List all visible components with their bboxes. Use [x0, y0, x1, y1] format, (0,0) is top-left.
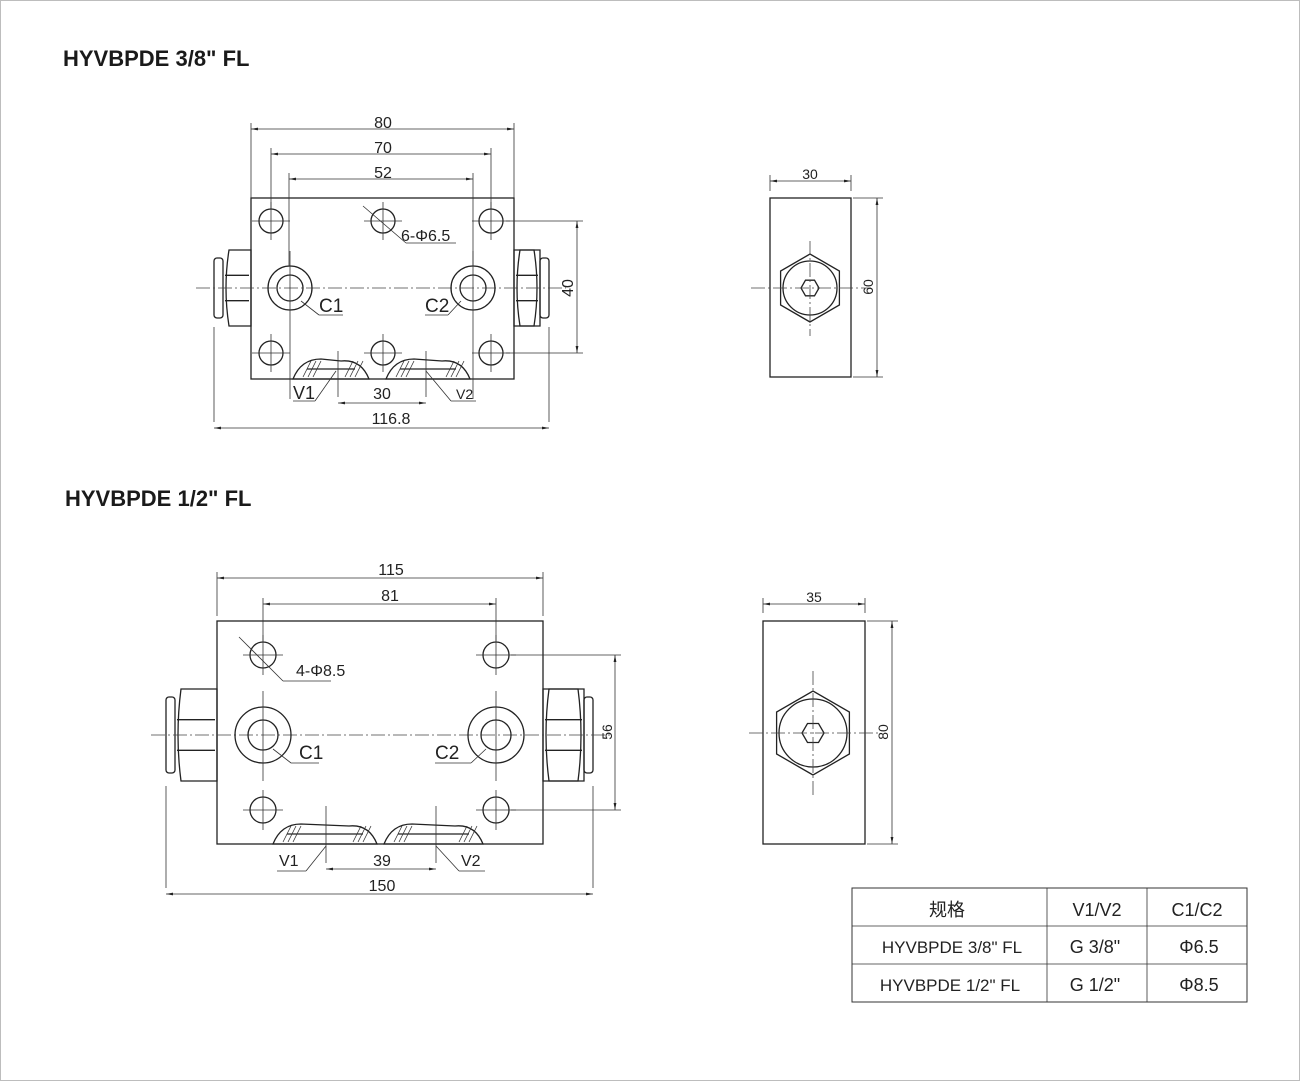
- dim-70: 70: [374, 140, 392, 157]
- side-view-outline: [762, 620, 866, 845]
- dim-30-v: 30: [373, 386, 391, 403]
- dim-side-80: 80: [875, 724, 891, 740]
- hatch: [400, 360, 410, 378]
- label-v1: V1: [293, 383, 315, 403]
- hatch: [445, 360, 455, 378]
- hatch: [458, 825, 468, 843]
- label-c1: C1: [299, 743, 323, 764]
- hatch: [393, 825, 403, 843]
- hatch: [282, 825, 292, 843]
- hatch: [468, 825, 478, 843]
- leader-line: [435, 845, 460, 872]
- body-outline: [250, 197, 515, 380]
- leader-line: [314, 370, 337, 402]
- side-view-outline: [769, 197, 852, 378]
- leader-line: [470, 748, 487, 764]
- dim-116-8: 116.8: [372, 411, 411, 428]
- hatch: [292, 825, 302, 843]
- valve-port-v: [385, 358, 471, 380]
- dim-side-35: 35: [806, 589, 822, 605]
- leader-line: [305, 845, 327, 872]
- label-v1: V1: [279, 853, 299, 870]
- leader-line: [447, 300, 462, 316]
- dim-39: 39: [373, 853, 391, 870]
- hatch: [463, 825, 473, 843]
- table-cell: Φ6.5: [1179, 937, 1218, 957]
- valve-port-v: [383, 823, 484, 845]
- valve-port-v: [272, 823, 378, 845]
- hatch: [403, 825, 413, 843]
- hatch: [302, 360, 312, 378]
- table-cell: G 3/8": [1070, 937, 1120, 957]
- leader-line: [425, 370, 452, 402]
- drawing-title-1-2: HYVBPDE 1/2" FL: [65, 486, 251, 511]
- hex-nut-outline: [775, 690, 851, 776]
- table-header-spec: 规格: [929, 900, 965, 920]
- table-header-v1v2: V1/V2: [1072, 900, 1121, 920]
- dim-150: 150: [369, 878, 396, 895]
- hex-fitting: [177, 688, 218, 782]
- dim-80: 80: [374, 115, 392, 132]
- label-c2: C2: [435, 743, 459, 764]
- label-holes: 4-Φ8.5: [296, 663, 345, 680]
- label-c2: C2: [425, 296, 449, 317]
- valve-port-v: [292, 358, 370, 380]
- hatch: [307, 360, 317, 378]
- hatch: [352, 825, 362, 843]
- hatch: [405, 360, 415, 378]
- hatch: [344, 360, 354, 378]
- label-holes: 6-Φ6.5: [401, 228, 450, 245]
- hex-fitting: [513, 249, 538, 327]
- leader-line: [362, 205, 407, 244]
- leader-line: [238, 636, 284, 682]
- dim-56: 56: [599, 724, 615, 740]
- label-v2: V2: [461, 853, 481, 870]
- dim-115: 115: [378, 562, 404, 579]
- hatch: [398, 825, 408, 843]
- leader-line: [300, 300, 320, 316]
- hatch: [450, 360, 460, 378]
- hatch: [357, 825, 367, 843]
- hex-fitting: [542, 688, 582, 782]
- table-header-c1c2: C1/C2: [1171, 900, 1222, 920]
- label-c1: C1: [319, 296, 343, 317]
- body-outline: [216, 620, 544, 845]
- table-cell: HYVBPDE 3/8" FL: [882, 938, 1022, 957]
- dim-40: 40: [560, 279, 577, 297]
- table-cell: G 1/2": [1070, 975, 1120, 995]
- dim-side-30: 30: [802, 166, 818, 182]
- hatch: [287, 825, 297, 843]
- leader-line: [272, 748, 292, 764]
- table-cell: HYVBPDE 1/2" FL: [880, 976, 1020, 995]
- drawing-title-3-8: HYVBPDE 3/8" FL: [63, 46, 249, 71]
- hatch: [354, 360, 364, 378]
- hatch: [349, 360, 359, 378]
- hatch: [312, 360, 322, 378]
- spec-table: 规格 V1/V2 C1/C2 HYVBPDE 3/8" FL G 3/8" Φ6…: [851, 887, 1248, 1003]
- hatch: [395, 360, 405, 378]
- dim-81: 81: [381, 588, 399, 605]
- hatch: [362, 825, 372, 843]
- hatch: [455, 360, 465, 378]
- dim-side-60: 60: [860, 279, 876, 295]
- label-v2: V2: [456, 386, 473, 402]
- table-cell: Φ8.5: [1179, 975, 1218, 995]
- dim-52: 52: [374, 165, 392, 182]
